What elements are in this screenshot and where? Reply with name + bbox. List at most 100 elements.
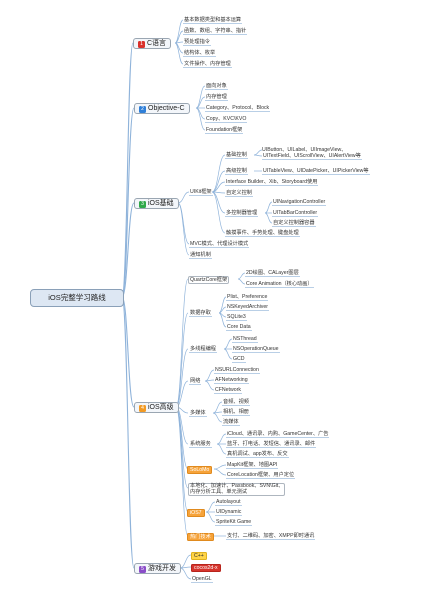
quartzcore-node[interactable]: QuartzCore框架: [188, 276, 230, 284]
hot-tech-node[interactable]: 热门技术: [187, 533, 214, 541]
mvc-node[interactable]: MVC模式、代理设计模式: [189, 241, 250, 248]
multimedia-node[interactable]: 多媒体: [189, 410, 207, 417]
connector-line: [204, 380, 215, 391]
leaf-item[interactable]: 2D绘图、CALayer图层: [245, 270, 300, 277]
leaf-item[interactable]: iCloud、通讯录、内购、GameCenter、广告: [226, 431, 330, 438]
connector-line: [237, 278, 246, 285]
basic-control-node[interactable]: 基础控制: [225, 152, 248, 159]
leaf-item[interactable]: UITextField、UIScrollView、UIAlertView等: [262, 153, 362, 160]
leaf-item[interactable]: NSOperationQueue: [232, 346, 280, 353]
leaf-item[interactable]: 相机、相册: [222, 409, 250, 416]
connector-line: [223, 348, 233, 360]
connector-line: [205, 501, 216, 513]
connector-line: [204, 369, 215, 382]
leaf-item[interactable]: Autolayout: [215, 499, 242, 506]
leaf-item[interactable]: 预处理指令: [183, 39, 211, 46]
leaf-item[interactable]: CFNetwork: [214, 387, 242, 394]
leaf-item[interactable]: 结构体、枚举: [183, 50, 217, 57]
solomo-node[interactable]: SoLoMo: [187, 466, 213, 474]
leaf-item[interactable]: AFNetworking: [214, 377, 249, 384]
connector-line: [175, 278, 189, 408]
cpp-node[interactable]: C++: [191, 552, 207, 560]
connector-line: [212, 412, 223, 423]
connector-line: [213, 468, 227, 476]
leaf-item[interactable]: 函数、数组、字符串、指针: [183, 28, 248, 35]
leaf-item[interactable]: Foundation框架: [205, 127, 244, 134]
branch-label: C语言: [147, 40, 167, 47]
branch-label: Objective-C: [148, 105, 185, 112]
leaf-item[interactable]: NSThread: [232, 336, 258, 343]
leaf-item[interactable]: UITableView、UIDatePicker、UIPickerView等: [262, 168, 370, 175]
leaf-item[interactable]: SQLite3: [226, 314, 247, 321]
connector-line: [179, 567, 192, 580]
connector-line: [218, 312, 227, 328]
connector-line: [211, 191, 226, 214]
leaf-item[interactable]: 支付、二维码、加密、XMPP即时通讯: [226, 533, 316, 540]
connector-line: [179, 554, 192, 569]
leaf-item[interactable]: NSKeyedArchiver: [226, 304, 269, 311]
interface-builder-node[interactable]: Interface Builder、Xib、Storyboard使用: [225, 179, 319, 186]
multi-controller-node[interactable]: 多控制器管理: [225, 210, 259, 217]
advanced-control-node[interactable]: 高级控制: [225, 168, 248, 175]
connector-line: [216, 433, 227, 445]
leaf-item[interactable]: 流媒体: [222, 419, 240, 426]
leaf-item[interactable]: MapKit框架、地图API: [226, 462, 279, 469]
leaf-item[interactable]: 内存管理: [205, 94, 228, 101]
number-1-icon: 1: [138, 41, 145, 48]
connector-line: [174, 42, 184, 65]
connector-line: [195, 85, 206, 109]
root-node[interactable]: iOS完整学习路线: [30, 289, 124, 307]
misc-node[interactable]: 本地化、加速计、Passbook、SVN\Git、 内存分析工具、单元测试: [188, 483, 286, 496]
opengl-node[interactable]: OpenGL: [191, 576, 213, 583]
data-storage-node[interactable]: 数据存取: [189, 310, 212, 317]
connector-line: [253, 154, 263, 157]
leaf-item[interactable]: Core Animation（核心动画）: [245, 281, 314, 288]
connector-line: [223, 338, 233, 350]
connector-line: [211, 191, 226, 194]
cocos2d-x-node[interactable]: cocos2d-x: [191, 564, 221, 572]
connector-line: [211, 154, 226, 193]
leaf-item[interactable]: NSURLConnection: [214, 367, 260, 374]
connector-line: [237, 272, 246, 280]
leaf-item[interactable]: UITabBarController: [272, 210, 319, 217]
uikit-node[interactable]: UIKit框架: [189, 189, 213, 196]
leaf-item[interactable]: CoreLocation框架、用户定位: [226, 472, 296, 479]
leaf-item[interactable]: 自定义控制器容器: [272, 220, 316, 227]
multithread-node[interactable]: 多线程编程: [189, 346, 217, 353]
custom-control-node[interactable]: 自定义控制: [225, 190, 253, 197]
leaf-item[interactable]: 真机调试、app发布、反交: [226, 451, 289, 458]
connector-line: [175, 406, 189, 513]
leaf-item[interactable]: 面向对象: [205, 83, 228, 90]
leaf-item[interactable]: Core Data: [226, 324, 252, 331]
leaf-item[interactable]: Category、Protocol、Block: [205, 105, 271, 112]
leaf-item[interactable]: UIDynamic: [215, 509, 243, 516]
ios7-node[interactable]: iOS7: [187, 509, 205, 517]
leaf-item[interactable]: UIButton、UILabel、UIImageView、: [262, 147, 347, 153]
connector-line: [177, 202, 190, 245]
leaf-item[interactable]: 基本数据类型和基本运算: [183, 17, 243, 24]
connector-line: [213, 464, 227, 470]
connector-line: [264, 212, 273, 224]
branch-label: iOS高级: [148, 404, 174, 411]
notification-node[interactable]: 通知机制: [189, 252, 212, 259]
connector-line: [212, 401, 223, 414]
leaf-item[interactable]: 文件操作、内存管理: [183, 61, 232, 68]
leaf-item[interactable]: Plist、Preference: [226, 294, 269, 301]
leaf-item[interactable]: GCD: [232, 356, 246, 363]
misc-line: 内存分析工具、单元测试: [190, 488, 248, 495]
leaf-item[interactable]: 音频、视频: [222, 399, 250, 406]
leaf-item[interactable]: Copy、KVC\KVO: [205, 116, 248, 123]
connector-line: [253, 149, 263, 156]
network-node[interactable]: 网络: [189, 378, 202, 385]
leaf-item[interactable]: UINavigationController: [272, 199, 327, 206]
system-service-node[interactable]: 系统服务: [189, 441, 212, 448]
touch-event-node[interactable]: 触摸事件、手势处理、键盘处理: [225, 230, 300, 237]
leaf-item[interactable]: 蓝牙、打电话、发短信、通讯录、邮件: [226, 441, 317, 448]
connector-line: [121, 296, 135, 569]
leaf-item[interactable]: SpriteKit Game: [215, 519, 253, 526]
